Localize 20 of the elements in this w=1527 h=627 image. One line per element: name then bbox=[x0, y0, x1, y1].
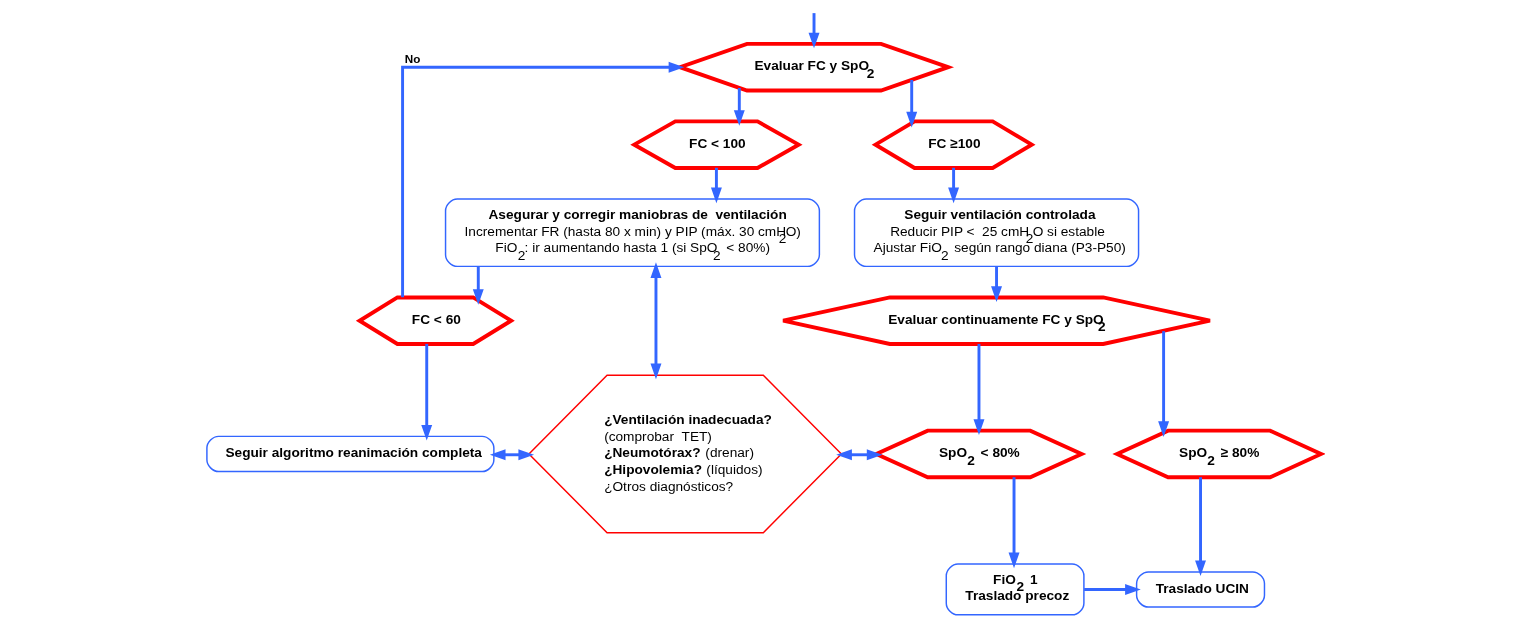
arrow bbox=[1083, 584, 1141, 595]
arrow bbox=[489, 449, 534, 461]
arrow bbox=[1008, 477, 1019, 569]
edge-label: No bbox=[404, 51, 420, 65]
arrow bbox=[990, 266, 1002, 302]
arrow bbox=[472, 266, 484, 305]
arrow bbox=[400, 61, 684, 298]
arrow bbox=[1157, 331, 1169, 437]
arrow bbox=[947, 167, 959, 204]
node-box: Traslado UCIN bbox=[1135, 571, 1265, 608]
arrow bbox=[808, 13, 819, 49]
node-box: Seguir algoritmo reanimación completa bbox=[205, 435, 495, 473]
arrow bbox=[420, 343, 432, 441]
arrow bbox=[733, 87, 745, 126]
arrow bbox=[973, 343, 984, 435]
arrow bbox=[835, 449, 882, 461]
arrow bbox=[650, 262, 661, 380]
arrow bbox=[905, 80, 917, 128]
arrow bbox=[710, 167, 722, 204]
arrow bbox=[1194, 477, 1206, 577]
